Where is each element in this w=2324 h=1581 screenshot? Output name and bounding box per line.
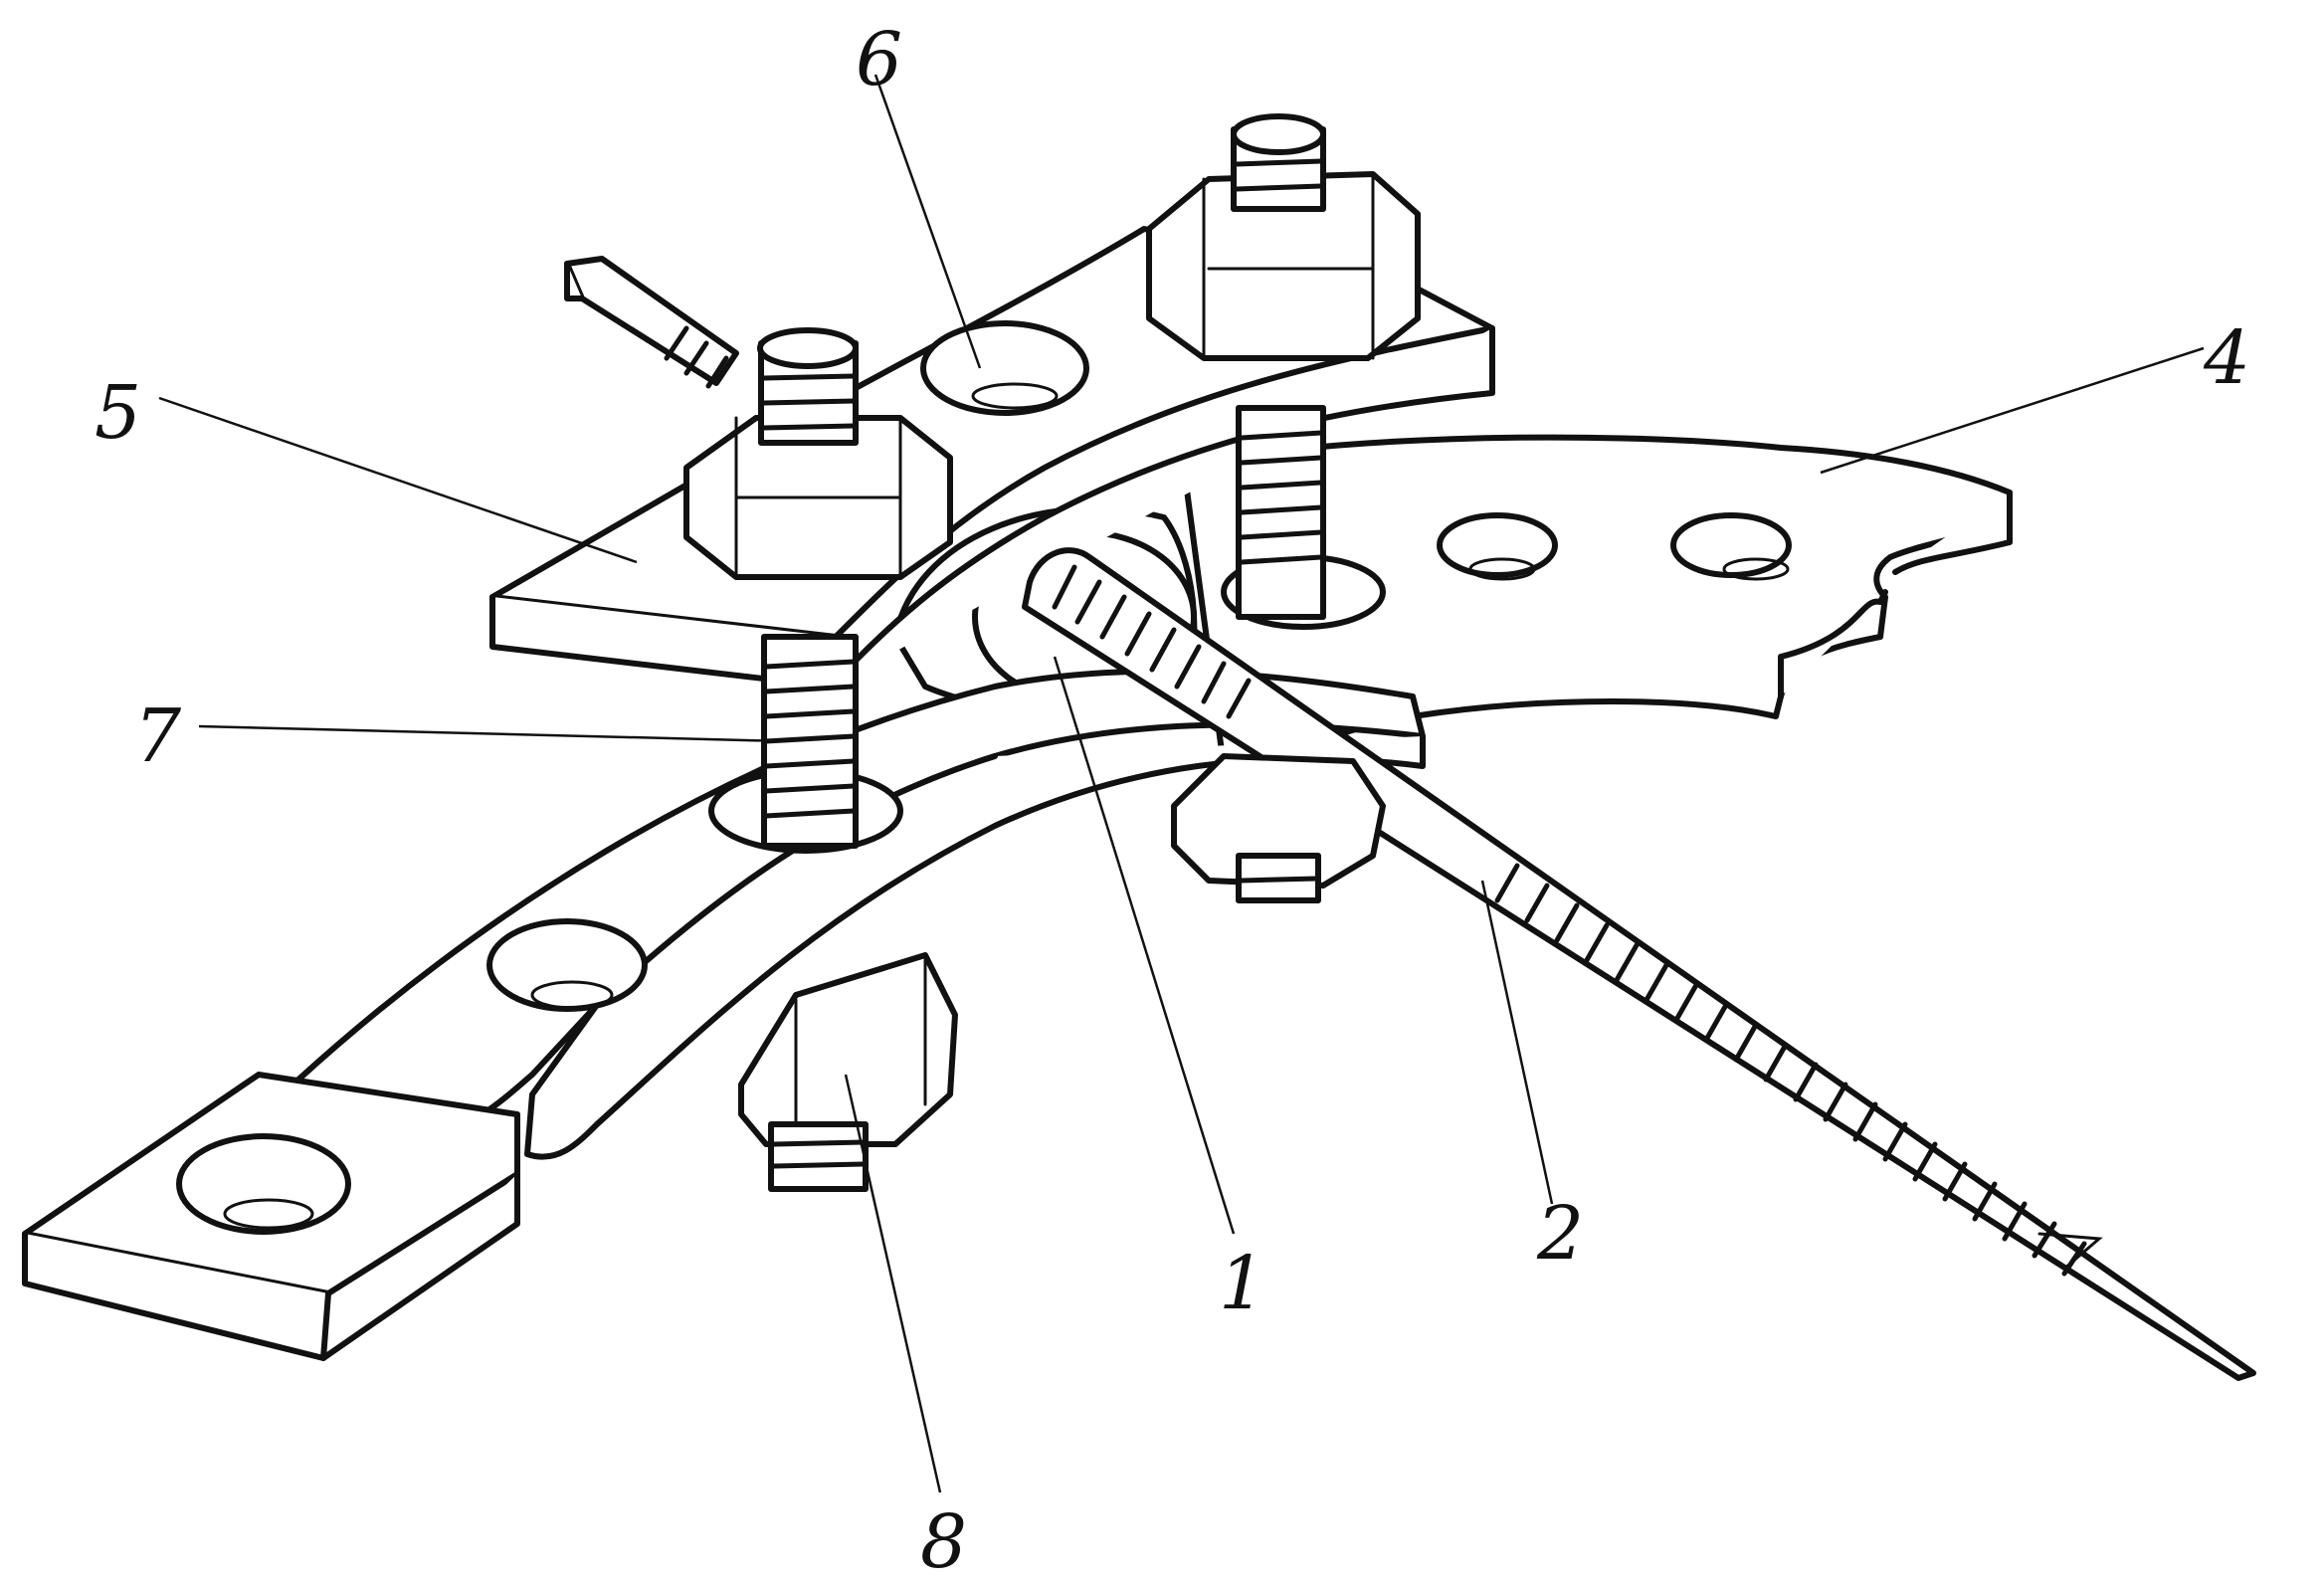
leader-1 [1053,656,1236,1235]
part-labels: 6 4 5 7 1 2 8 [95,17,2250,1581]
right-bolt-assembly [1146,113,1421,630]
label-part-1: 1 [1219,1241,1265,1326]
leader-lines [158,74,2205,1493]
label-part-5: 5 [95,370,141,456]
label-part-2: 2 [1536,1191,1584,1277]
leader-2 [1480,880,1554,1205]
label-part-6: 6 [856,17,902,102]
threaded-needle [1022,547,2256,1381]
label-part-8: 8 [920,1499,967,1576]
leader-5 [158,396,638,564]
label-part-7: 7 [134,693,181,779]
right-curved-plate [1181,434,2013,769]
leader-7 [198,724,787,743]
side-lever [564,256,739,389]
lower-nut-assembly [738,753,1386,1192]
leader-8 [844,1074,942,1493]
leader-4 [1820,346,2205,475]
left-bolt-assembly [683,327,953,854]
label-part-4: 4 [2203,315,2250,401]
leader-6 [873,74,982,369]
